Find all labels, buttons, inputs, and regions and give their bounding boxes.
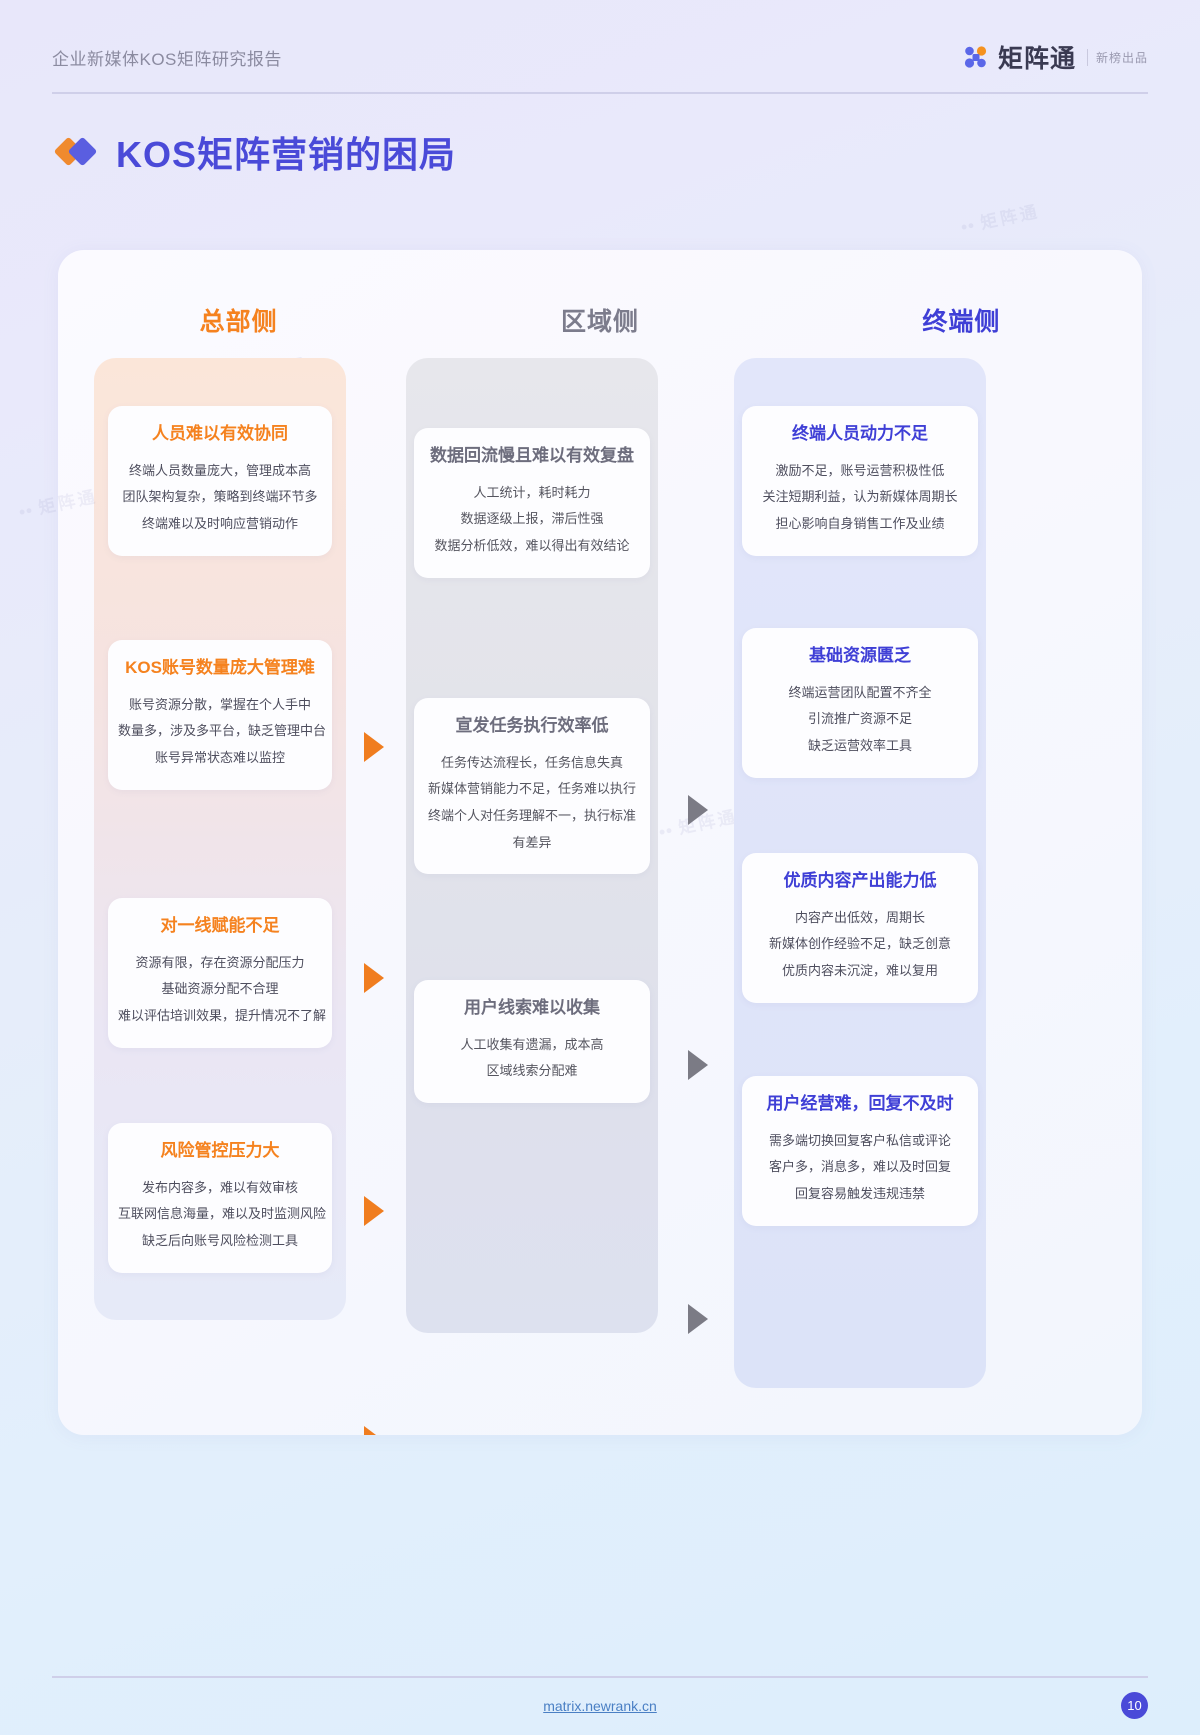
arrow-right-icon	[364, 732, 384, 762]
card-line: 终端难以及时响应营销动作	[141, 515, 298, 531]
column-terminal: 终端人员动力不足 激励不足，账号运营积极性低 关注短期利益，认为新媒体周期长 担…	[734, 358, 986, 1388]
card-line: 资源有限，存在资源分配压力	[135, 954, 305, 970]
column-region: 数据回流慢且难以有效复盘 人工统计，耗时耗力 数据逐级上报，滞后性强 数据分析低…	[406, 358, 658, 1333]
brand-subtitle: 新榜出品	[1086, 48, 1148, 66]
card-title: 对一线赋能不足	[160, 916, 280, 935]
card-line: 人工收集有遗漏，成本高	[460, 1036, 604, 1052]
diamond-pair-icon	[53, 136, 100, 167]
card-hq-1[interactable]: 人员难以有效协同 终端人员数量庞大，管理成本高 团队架构复杂，策略到终端环节多 …	[108, 406, 332, 556]
card-line: 优质内容未沉淀，难以复用	[781, 962, 938, 978]
column-headers: 总部侧 区域侧 终端侧	[58, 302, 1142, 338]
report-title: 企业新媒体KOS矩阵研究报告	[52, 49, 282, 69]
card-line: 终端运营团队配置不齐全	[788, 684, 932, 700]
card-terminal-4[interactable]: 用户经营难，回复不及时 需多端切换回复客户私信或评论 客户多，消息多，难以及时回…	[742, 1076, 978, 1226]
footer-divider	[52, 1676, 1148, 1678]
card-line: 终端人员数量庞大，管理成本高	[128, 462, 311, 478]
card-title: 基础资源匮乏	[809, 646, 911, 665]
arrow-right-icon	[364, 963, 384, 993]
page-header: 企业新媒体KOS矩阵研究报告 矩阵通 新榜出品	[52, 28, 1148, 86]
card-line: 数据逐级上报，滞后性强	[460, 511, 604, 527]
arrow-right-icon	[688, 795, 708, 825]
card-line: 团队架构复杂，策略到终端环节多	[122, 489, 318, 505]
card-line: 人工统计，耗时耗力	[473, 484, 591, 500]
card-title: 用户线索难以收集	[464, 998, 600, 1017]
card-terminal-3[interactable]: 优质内容产出能力低 内容产出低效，周期长 新媒体创作经验不足，缺乏创意 优质内容…	[742, 853, 978, 1003]
watermark: 矩阵通	[958, 197, 1042, 238]
page-number-badge: 10	[1121, 1692, 1148, 1719]
card-title: 终端人员动力不足	[792, 424, 928, 443]
card-line: 难以评估培训效果，提升情况不了解	[118, 1007, 327, 1023]
card-line: 新媒体营销能力不足，任务难以执行	[427, 781, 636, 797]
card-title: 宣发任务执行效率低	[455, 716, 609, 735]
card-title: 人员难以有效协同	[152, 424, 288, 443]
card-line: 区域线索分配难	[486, 1063, 578, 1079]
card-title: 风险管控压力大	[160, 1141, 280, 1160]
card-title: KOS账号数量庞大管理难	[125, 658, 315, 677]
card-line: 缺乏后向账号风险检测工具	[141, 1232, 298, 1248]
brand-logo: 矩阵通 新榜出品	[963, 39, 1148, 75]
card-hq-3[interactable]: 对一线赋能不足 资源有限，存在资源分配压力 基础资源分配不合理 难以评估培训效果…	[108, 898, 332, 1048]
arrow-right-icon	[364, 1196, 384, 1226]
column-hq: 人员难以有效协同 终端人员数量庞大，管理成本高 团队架构复杂，策略到终端环节多 …	[94, 358, 346, 1320]
card-line: 客户多，消息多，难以及时回复	[768, 1159, 951, 1175]
column-header-hq: 总部侧	[199, 308, 278, 336]
diagram-panel: 矩阵通 矩阵通 矩阵通 矩阵通 总部侧 区域侧 终端侧 人员难以有效协同 终端人…	[58, 250, 1142, 1435]
card-line: 账号资源分散，掌握在个人手中	[128, 696, 311, 712]
card-line: 终端个人对任务理解不一，执行标准	[427, 807, 636, 823]
card-line: 需多端切换回复客户私信或评论	[768, 1132, 951, 1148]
card-title: 数据回流慢且难以有效复盘	[430, 446, 634, 465]
card-line: 发布内容多，难以有效审核	[141, 1179, 298, 1195]
card-line: 账号异常状态难以监控	[154, 749, 285, 765]
four-dots-logo-icon	[963, 44, 989, 70]
footer-link[interactable]: matrix.newrank.cn	[543, 1698, 657, 1714]
card-line: 新媒体创作经验不足，缺乏创意	[768, 936, 951, 952]
card-line: 数据分析低效，难以得出有效结论	[434, 537, 630, 553]
column-header-terminal: 终端侧	[922, 308, 1001, 336]
card-hq-4[interactable]: 风险管控压力大 发布内容多，难以有效审核 互联网信息海量，难以及时监测风险 缺乏…	[108, 1123, 332, 1273]
arrow-right-icon	[688, 1050, 708, 1080]
card-region-1[interactable]: 数据回流慢且难以有效复盘 人工统计，耗时耗力 数据逐级上报，滞后性强 数据分析低…	[414, 428, 650, 578]
card-hq-2[interactable]: KOS账号数量庞大管理难 账号资源分散，掌握在个人手中 数量多，涉及多平台，缺乏…	[108, 640, 332, 790]
card-line: 缺乏运营效率工具	[807, 737, 912, 753]
card-terminal-1[interactable]: 终端人员动力不足 激励不足，账号运营积极性低 关注短期利益，认为新媒体周期长 担…	[742, 406, 978, 556]
card-line: 担心影响自身销售工作及业绩	[775, 515, 945, 531]
column-header-region: 区域侧	[560, 308, 639, 336]
page-title: KOS矩阵营销的困局	[116, 134, 457, 175]
header-divider	[52, 92, 1148, 94]
section-title-row: KOS矩阵营销的困局	[53, 126, 457, 178]
card-line: 数量多，涉及多平台，缺乏管理中台	[118, 723, 327, 739]
card-title: 用户经营难，回复不及时	[766, 1094, 954, 1113]
card-line: 激励不足，账号运营积极性低	[775, 462, 945, 478]
arrow-right-icon	[688, 1304, 708, 1334]
card-line: 有差异	[512, 834, 552, 850]
columns-container: 人员难以有效协同 终端人员数量庞大，管理成本高 团队架构复杂，策略到终端环节多 …	[58, 358, 1142, 1435]
card-line: 基础资源分配不合理	[161, 981, 279, 997]
card-line: 回复容易触发违规违禁	[794, 1185, 925, 1201]
card-line: 互联网信息海量，难以及时监测风险	[118, 1206, 327, 1222]
card-line: 任务传达流程长，任务信息失真	[440, 754, 623, 770]
card-title: 优质内容产出能力低	[783, 871, 937, 890]
card-terminal-2[interactable]: 基础资源匮乏 终端运营团队配置不齐全 引流推广资源不足 缺乏运营效率工具	[742, 628, 978, 778]
card-line: 内容产出低效，周期长	[794, 909, 925, 925]
brand-name: 矩阵通	[997, 45, 1076, 73]
card-line: 关注短期利益，认为新媒体周期长	[762, 489, 958, 505]
card-region-3[interactable]: 用户线索难以收集 人工收集有遗漏，成本高 区域线索分配难	[414, 980, 650, 1103]
card-line: 引流推广资源不足	[807, 711, 912, 727]
card-region-2[interactable]: 宣发任务执行效率低 任务传达流程长，任务信息失真 新媒体营销能力不足，任务难以执…	[414, 698, 650, 875]
arrow-right-icon	[364, 1426, 384, 1435]
